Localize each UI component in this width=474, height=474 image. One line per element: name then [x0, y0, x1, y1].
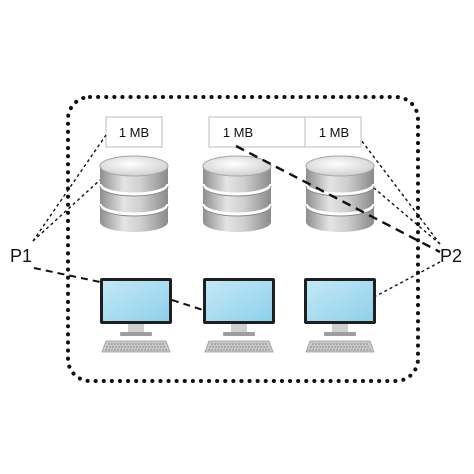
p2-memory-link — [235, 144, 441, 254]
desktop-computer-icon — [203, 278, 275, 353]
memory-block: 1 MB — [304, 116, 362, 148]
memory-block-label: 1 MB — [119, 125, 149, 140]
computer-to-computer-link — [171, 299, 204, 311]
system-boundary — [66, 95, 420, 383]
process-label-p1: P1 — [10, 246, 32, 266]
database-server-icon — [304, 155, 376, 232]
process-label-p2: P2 — [440, 246, 462, 266]
desktop-computer-icon — [100, 278, 172, 353]
database-server-icon — [201, 155, 273, 232]
memory-block: 1 MB — [105, 116, 163, 148]
desktop-computer-icon — [304, 278, 376, 353]
memory-block: 1 MB — [208, 116, 306, 148]
database-server-icon — [98, 155, 170, 232]
memory-block-label: 1 MB — [223, 125, 253, 140]
memory-block-label: 1 MB — [319, 125, 349, 140]
p2-connections — [360, 139, 441, 297]
